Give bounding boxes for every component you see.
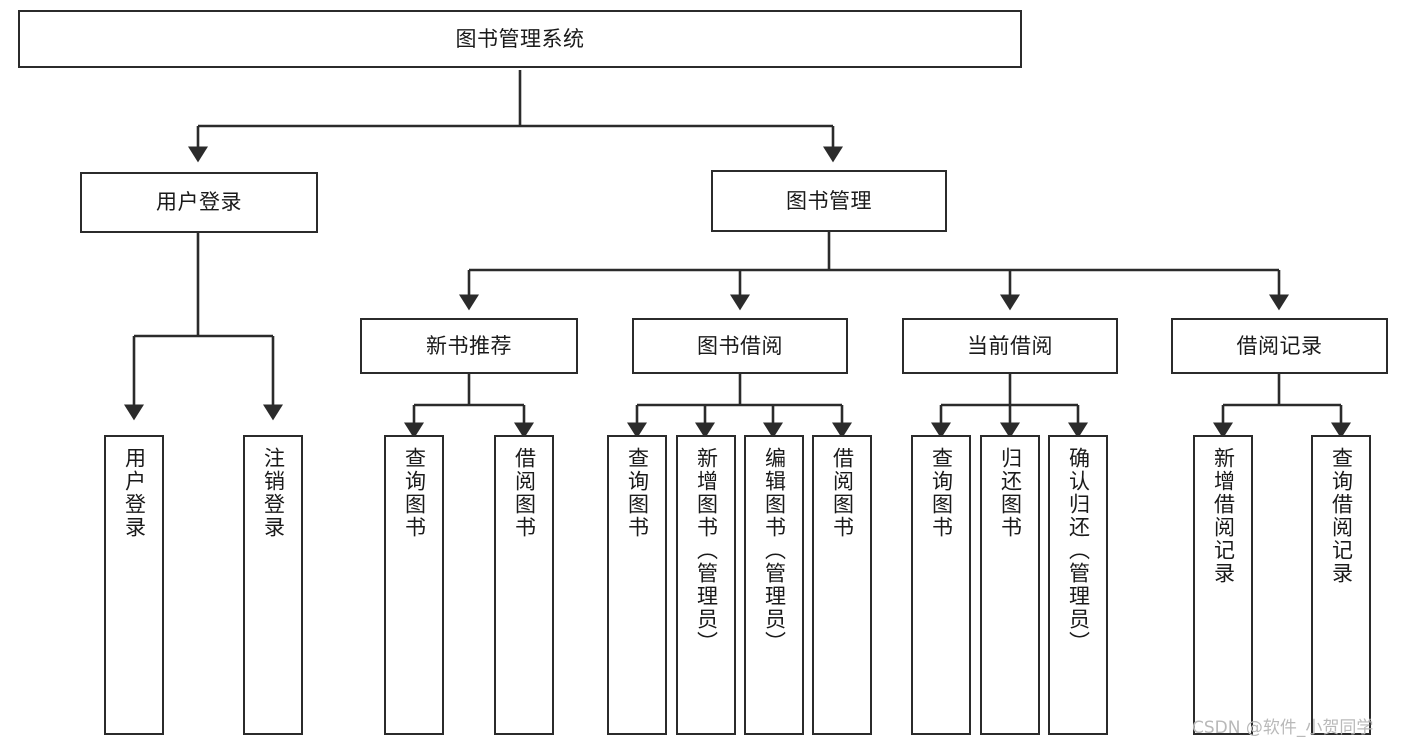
leaf-logout[interactable]: 注销登录 [243, 435, 303, 735]
leaf-add-book-admin[interactable]: 新增图书（管理员） [676, 435, 736, 735]
node-current-borrow[interactable]: 当前借阅 [902, 318, 1118, 374]
node-user-login[interactable]: 用户登录 [80, 172, 318, 233]
leaf-borrow-books[interactable]: 借阅图书 [812, 435, 872, 735]
node-label: 图书管理系统 [455, 26, 585, 51]
node-label: 图书管理 [786, 188, 872, 213]
node-label: 新增借阅记录 [1211, 447, 1236, 585]
leaf-return-books[interactable]: 归还图书 [980, 435, 1040, 735]
node-root-system[interactable]: 图书管理系统 [18, 10, 1022, 68]
node-label: 当前借阅 [967, 333, 1053, 358]
leaf-borrow-books-new[interactable]: 借阅图书 [494, 435, 554, 735]
node-label: 借阅图书 [512, 447, 537, 539]
leaf-edit-book-admin[interactable]: 编辑图书（管理员） [744, 435, 804, 735]
node-label: 用户登录 [156, 190, 242, 215]
node-label: 归还图书 [998, 447, 1023, 539]
watermark: CSDN @软件_小贺同学 [1192, 718, 1374, 738]
leaf-query-books-borrow[interactable]: 查询图书 [607, 435, 667, 735]
node-label: 借阅图书 [830, 447, 855, 539]
node-label: 图书借阅 [697, 333, 783, 358]
node-label: 编辑图书（管理员） [762, 447, 787, 654]
node-label: 查询图书 [402, 447, 427, 539]
leaf-query-borrow-record[interactable]: 查询借阅记录 [1311, 435, 1371, 735]
node-new-book-recommend[interactable]: 新书推荐 [360, 318, 578, 374]
node-label: 新书推荐 [426, 333, 512, 358]
node-borrow-records[interactable]: 借阅记录 [1171, 318, 1388, 374]
node-book-borrow[interactable]: 图书借阅 [632, 318, 848, 374]
leaf-confirm-return-admin[interactable]: 确认归还（管理员） [1048, 435, 1108, 735]
node-label: 查询图书 [929, 447, 954, 539]
leaf-add-borrow-record[interactable]: 新增借阅记录 [1193, 435, 1253, 735]
node-label: 用户登录 [122, 447, 147, 539]
leaf-query-books-current[interactable]: 查询图书 [911, 435, 971, 735]
node-label: 确认归还（管理员） [1066, 447, 1091, 654]
node-label: 查询借阅记录 [1329, 447, 1354, 585]
node-label: 借阅记录 [1236, 333, 1323, 358]
leaf-user-login[interactable]: 用户登录 [104, 435, 164, 735]
node-label: 查询图书 [625, 447, 650, 539]
node-book-management[interactable]: 图书管理 [711, 170, 947, 232]
node-label: 注销登录 [261, 447, 286, 539]
leaf-query-books-new[interactable]: 查询图书 [384, 435, 444, 735]
node-label: 新增图书（管理员） [694, 447, 719, 654]
